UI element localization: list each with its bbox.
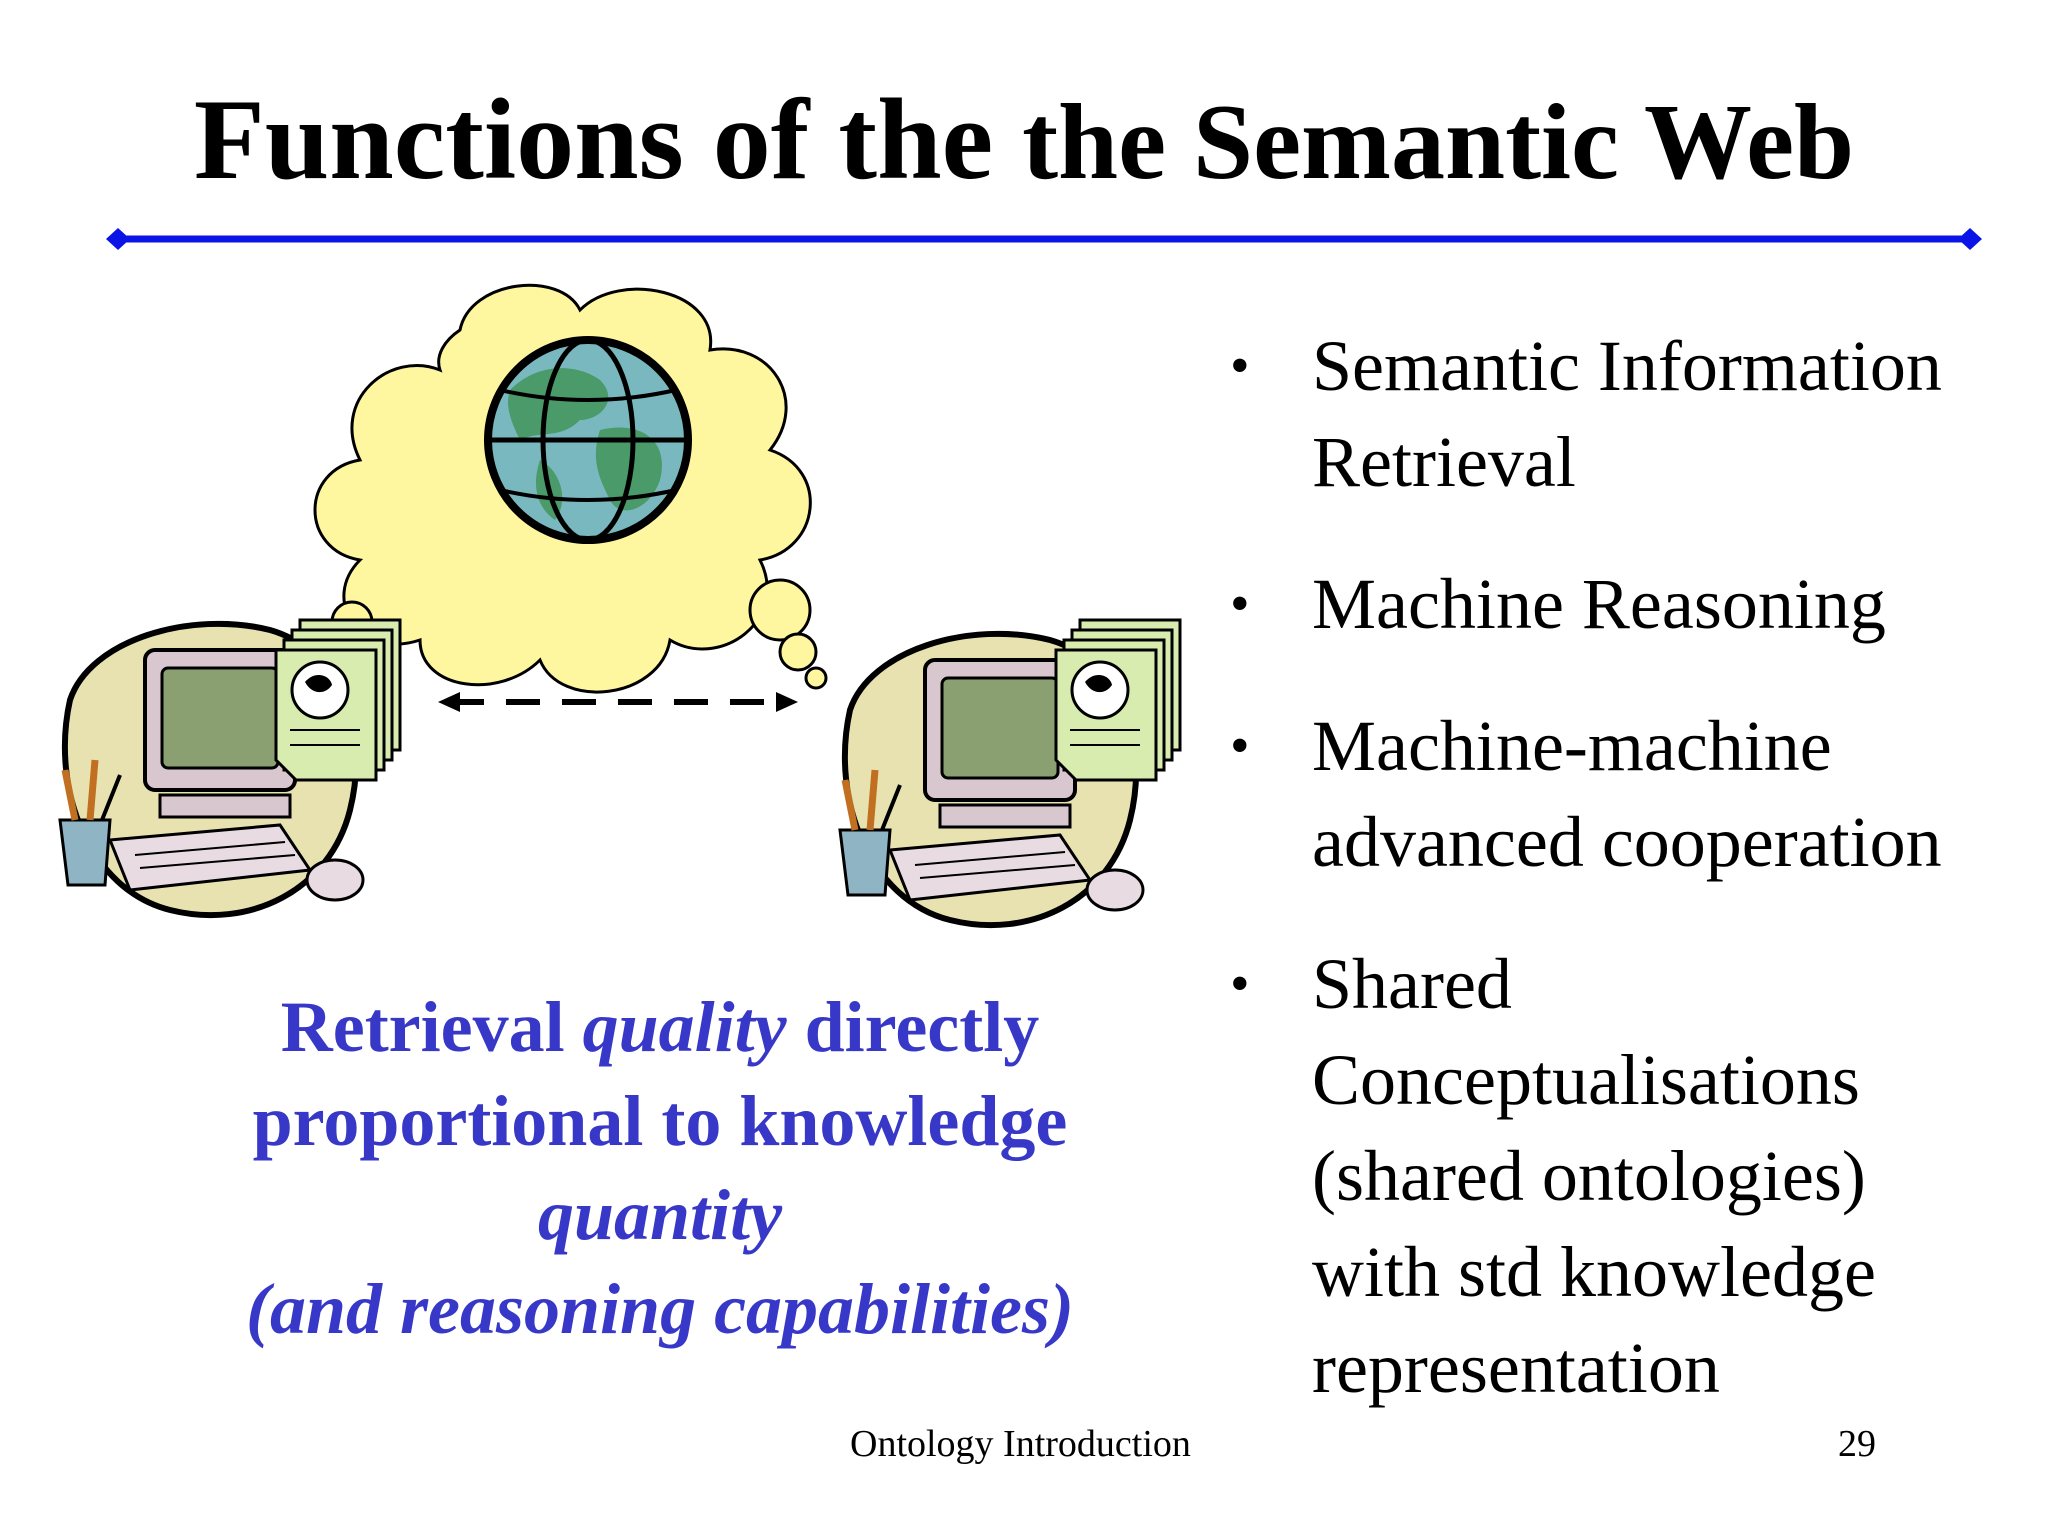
bullet-item: • Machine-machine advanced cooperation [1230, 698, 2030, 890]
bullet-line: with std knowledge [1312, 1232, 1876, 1312]
bullet-item: • Machine Reasoning [1230, 556, 2030, 652]
bullet-glyph: • [1230, 335, 1250, 397]
document-stack-icon [1054, 618, 1182, 782]
bullet-glyph: • [1230, 953, 1250, 1015]
bullet-line: representation [1312, 1328, 1720, 1408]
title-part-1: Functions of the [193, 76, 994, 204]
semantic-web-illustration [58, 283, 1182, 929]
bullet-line: (shared ontologies) [1312, 1136, 1866, 1216]
divider-right-diamond-icon [1958, 228, 1982, 250]
bullet-glyph: • [1230, 573, 1250, 635]
caption-line-3: quantity [537, 1175, 783, 1255]
pencil-cup-icon [58, 759, 122, 887]
globe-icon [484, 336, 692, 544]
bullet-line: Machine Reasoning [1312, 564, 1886, 644]
mouse-icon [305, 858, 365, 902]
bullet-glyph: • [1230, 715, 1250, 777]
bullet-line: Retrieval [1312, 422, 1576, 502]
footer-text: Ontology Introduction [850, 1423, 1191, 1465]
title-part-2: the Semantic Web [1022, 83, 1855, 202]
caption-emphasis: quality [582, 987, 787, 1067]
divider-left-diamond-icon [106, 228, 130, 250]
bullet-line: Machine-machine [1312, 706, 1832, 786]
caption-text: directly [804, 987, 1040, 1067]
mouse-icon [1085, 868, 1145, 912]
title-divider [106, 228, 1982, 250]
bullet-line: advanced cooperation [1312, 802, 1942, 882]
document-stack-icon [274, 618, 402, 782]
slide-title: Functions of the the Semantic Web [0, 70, 2048, 213]
computer-icon [58, 618, 402, 919]
caption-line-4: (and reasoning capabilities) [245, 1269, 1075, 1349]
caption-line-2: proportional to knowledge [252, 1081, 1068, 1161]
computer-icon [838, 618, 1182, 929]
bullet-line: Semantic Information [1312, 326, 1942, 406]
bullet-line: Conceptualisations [1312, 1040, 1860, 1120]
retrieval-quality-caption: Retrieval quality directly proportional … [130, 980, 1190, 1356]
pencil-cup-icon [838, 769, 902, 897]
caption-text: Retrieval [280, 987, 565, 1067]
bullet-line: Shared [1312, 944, 1512, 1024]
caption-line-1: Retrieval quality directly [130, 980, 1190, 1074]
page-number: 29 [1838, 1423, 1876, 1465]
double-arrow-icon [438, 692, 798, 712]
